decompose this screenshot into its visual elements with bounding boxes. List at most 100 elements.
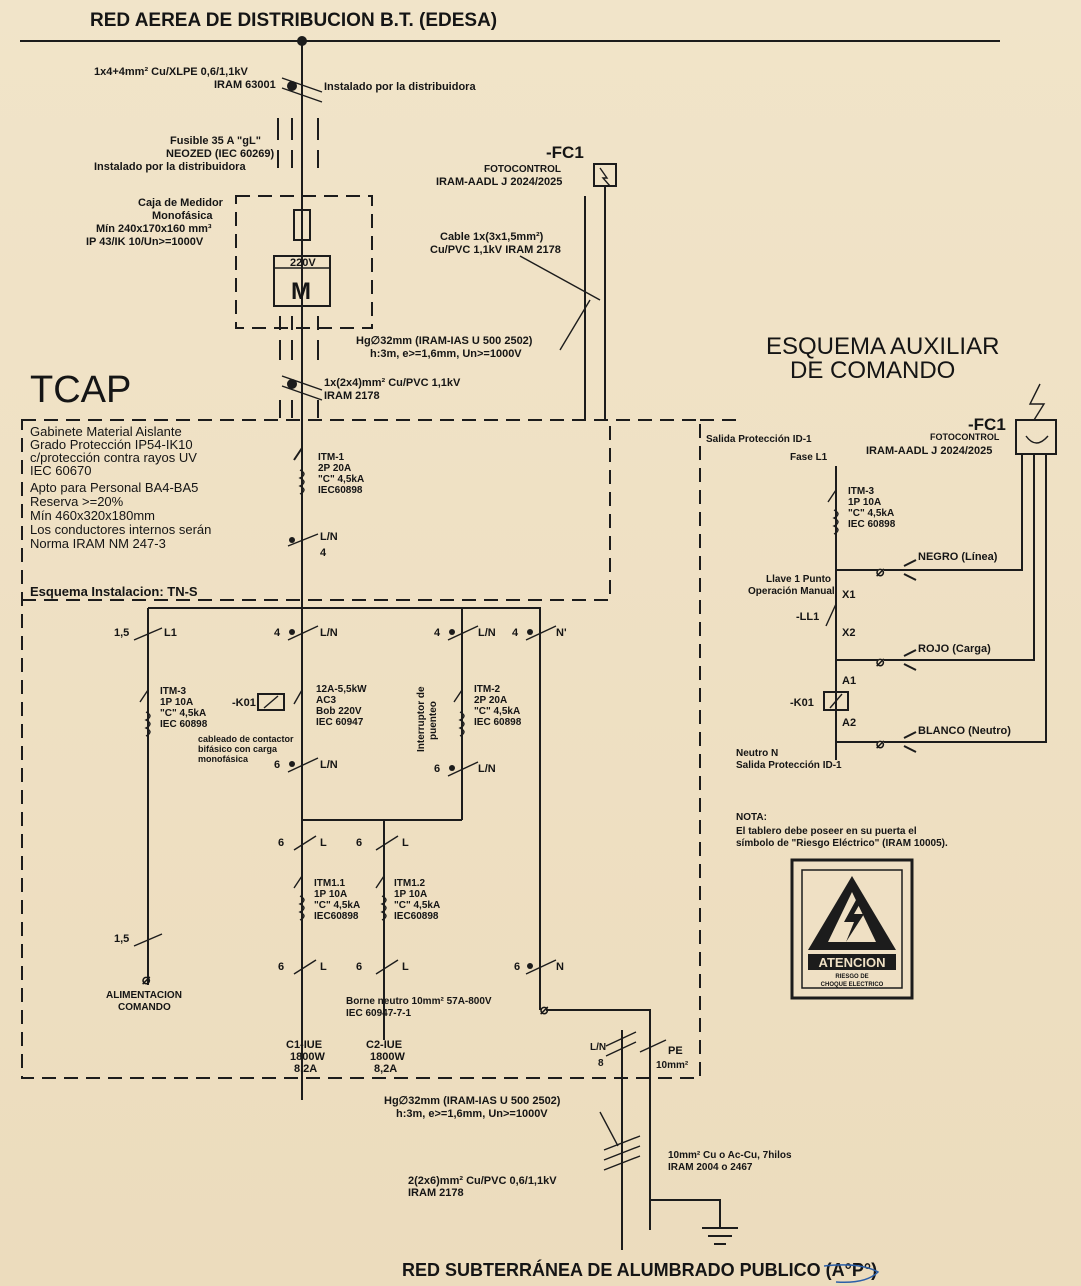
aux-key-2: Operación Manual: [748, 586, 835, 597]
svg-text:C1-IUE: C1-IUE: [286, 1039, 322, 1051]
wire-red-label: ROJO (Carga): [918, 643, 991, 655]
energy-meter: [273, 255, 331, 307]
top-title: RED AEREA DE DISTRIBUCION B.T. (EDESA): [90, 10, 497, 31]
pen-mark: [823, 1264, 880, 1284]
fuse-label: Fusible 35 A "gL": [170, 135, 261, 147]
svg-text:IEC 60947: IEC 60947: [316, 717, 364, 728]
aux-a1: A1: [842, 675, 856, 687]
fuse-icon: [293, 209, 311, 241]
tcap-enclosure: [21, 419, 701, 1079]
circuit-c1: C1-IUE 1800W 8,2A: [286, 1039, 325, 1075]
svg-text:1,5: 1,5: [114, 627, 129, 639]
svg-text:El tablero debe poseer en su p: El tablero debe poseer en su puerta el: [736, 826, 917, 837]
svg-text:ITM1.2: ITM1.2: [394, 878, 426, 889]
feeder-mark-icon: [281, 375, 323, 401]
k01-contact-icon: [293, 689, 303, 705]
installed-by-label: Instalado por la distribuidora: [324, 81, 476, 93]
feeder-cable-1: 1x(2x4)mm² Cu/PVC 1,1kV: [324, 377, 461, 389]
ln8-size: 8: [598, 1058, 604, 1069]
arrow-red-icon: [903, 649, 917, 671]
svg-text:símbolo de "Riesgo Eléctrico": símbolo de "Riesgo Eléctrico" (IRAM 1000…: [736, 838, 948, 849]
svg-text:IEC 60898: IEC 60898: [160, 719, 208, 730]
svg-text:Los conductores internos serán: Los conductores internos serán: [30, 522, 211, 537]
svg-text:N: N: [556, 961, 564, 973]
svg-text:"C" 4,5kA: "C" 4,5kA: [318, 474, 364, 485]
bottom-title: RED SUBTERRÁNEA DE ALUMBRADO PUBLICO (A°…: [402, 1259, 877, 1280]
svg-text:Norma IRAM NM 247-3: Norma IRAM NM 247-3: [30, 536, 166, 551]
svg-text:L: L: [320, 961, 327, 973]
pipe-bottom-label: Hg∅32mm (IRAM-IAS U 500 2502) h:3m, e>=1…: [384, 1095, 561, 1120]
svg-text:4: 4: [512, 627, 519, 639]
svg-text:2(2x6)mm² Cu/PVC 0,6/1,1kV: 2(2x6)mm² Cu/PVC 0,6/1,1kV: [408, 1175, 557, 1187]
svg-text:"C" 4,5kA: "C" 4,5kA: [314, 900, 360, 911]
itm12-label: ITM1.2 1P 10A "C" 4,5kA IEC60898: [394, 878, 440, 922]
w6-label: 6: [274, 759, 280, 771]
meter-box-line3: Mín 240x170x160 mm³: [96, 223, 212, 235]
svg-text:4: 4: [434, 627, 441, 639]
warning-sub-2: CHOQUE ELECTRICO: [821, 982, 884, 988]
terminal-red-icon: ⌀: [876, 653, 885, 669]
neutral-to-pe: [546, 1009, 651, 1054]
svg-text:L1: L1: [164, 627, 177, 639]
aux-fc-norm: IRAM-AADL J 2024/2025: [866, 445, 992, 457]
itm11-icon: [293, 875, 305, 921]
svg-text:bifásico con carga: bifásico con carga: [198, 744, 278, 754]
svg-text:2P 20A: 2P 20A: [474, 695, 507, 706]
svg-text:IRAM 2004 o 2467: IRAM 2004 o 2467: [668, 1162, 753, 1173]
ln-label: L/N: [320, 759, 338, 771]
svg-text:"C" 4,5kA: "C" 4,5kA: [394, 900, 440, 911]
neutral-bar-label: Borne neutro 10mm² 57A-800V IEC 60947-7-…: [346, 996, 492, 1019]
aux-out-1: Neutro N: [736, 748, 778, 759]
aux-coil-icon: [823, 691, 849, 711]
cable-node-icon: [287, 81, 297, 91]
svg-text:IEC 60947-7-1: IEC 60947-7-1: [346, 1008, 411, 1019]
svg-text:"C" 4,5kA: "C" 4,5kA: [848, 508, 894, 519]
out-cable-mark-icon: [603, 1135, 641, 1171]
separator-marks: [277, 118, 319, 168]
svg-text:Hg∅32mm (IRAM-IAS U 500 2502): Hg∅32mm (IRAM-IAS U 500 2502): [384, 1095, 561, 1107]
fc-cable-1: Cable 1x(3x1,5mm²): [440, 231, 544, 243]
fc1-tag: -FC1: [546, 143, 584, 162]
meter-box-line1: Caja de Medidor: [138, 197, 224, 209]
electrical-risk-sign: ATENCION RIESGO DE CHOQUE ELECTRICO: [790, 858, 914, 1000]
svg-text:6: 6: [356, 837, 362, 849]
feeder-node-icon: [287, 379, 297, 389]
warning-title: ATENCION: [819, 955, 886, 970]
aux-photocontrol-sensor-icon: [1025, 435, 1049, 444]
meter-box-outline: [235, 195, 373, 329]
svg-text:8,2A: 8,2A: [374, 1063, 397, 1075]
svg-text:ITM-3: ITM-3: [848, 486, 875, 497]
aux-bolt-icon: [1028, 383, 1046, 421]
svg-text:"C" 4,5kA: "C" 4,5kA: [160, 708, 206, 719]
aux-ll1: -LL1: [796, 611, 819, 623]
svg-text:L: L: [402, 961, 409, 973]
svg-text:cableado de contactor: cableado de contactor: [198, 734, 294, 744]
svg-text:h:3m, e>=1,6mm, Un>=1000V: h:3m, e>=1,6mm, Un>=1000V: [396, 1108, 548, 1120]
arrow-white-icon: [903, 731, 917, 753]
svg-text:Borne neutro 10mm² 57A-800V: Borne neutro 10mm² 57A-800V: [346, 996, 492, 1007]
svg-text:N': N': [556, 627, 567, 639]
k01-spec: 12A-5,5kW AC3 Bob 220V IEC 60947: [316, 684, 367, 728]
wire-marks-row1: 1,5 L1 4 L/N 4 L/N 4 N': [114, 625, 567, 641]
aux-x1: X1: [842, 589, 855, 601]
tcap-inner-dash: [22, 420, 611, 601]
cable-mark-icon: [281, 77, 323, 103]
aux-fc-name: FOTOCONTROL: [930, 432, 1000, 442]
itm2-label: ITM-2 2P 20A "C" 4,5kA IEC 60898: [474, 684, 522, 728]
svg-text:6: 6: [278, 837, 284, 849]
svg-text:1P 10A: 1P 10A: [314, 889, 347, 900]
pe-label: PE: [668, 1045, 683, 1057]
aux-x2: X2: [842, 627, 855, 639]
neutral-terminal-icon: ⌀: [540, 1001, 549, 1017]
svg-text:6: 6: [356, 961, 362, 973]
svg-text:monofásica: monofásica: [198, 754, 249, 764]
circuit-c2: C2-IUE 1800W 8,2A: [366, 1039, 405, 1075]
aux-in-label-2: Fase L1: [790, 452, 828, 463]
terminal-black-icon: ⌀: [876, 563, 885, 579]
svg-text:AC3: AC3: [316, 695, 336, 706]
svg-text:Reserva >=20%: Reserva >=20%: [30, 494, 124, 509]
aux-key-1: Llave 1 Punto: [766, 574, 831, 585]
arrow-black-icon: [903, 559, 917, 581]
svg-text:6: 6: [514, 961, 520, 973]
